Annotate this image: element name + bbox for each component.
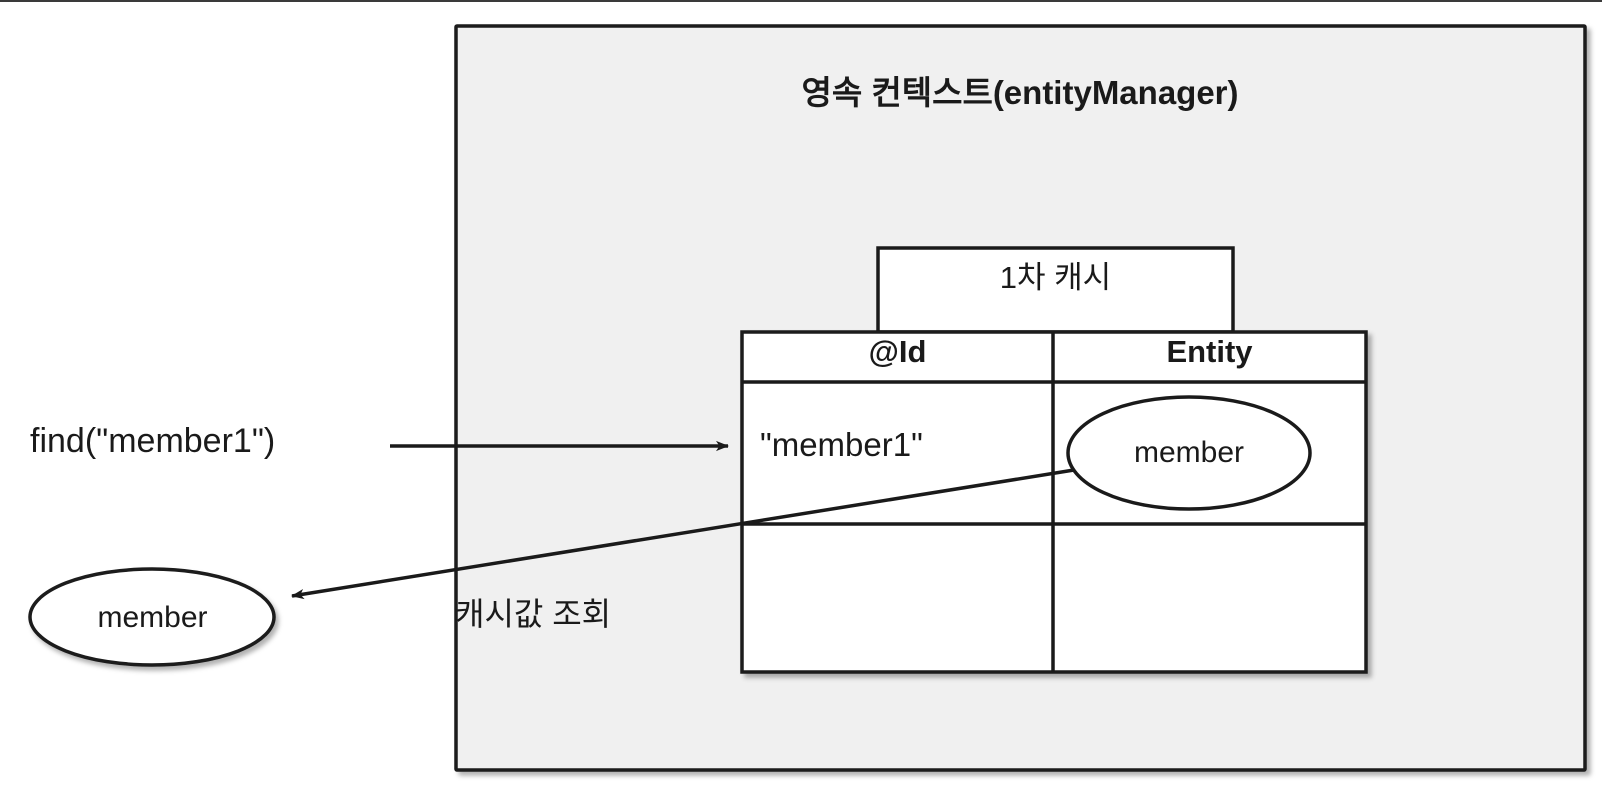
top-rule-divider [0, 0, 1602, 2]
first-level-cache-label: 1차 캐시 [999, 260, 1112, 295]
returned-entity-node [28, 567, 276, 667]
first-level-cache-label-box [876, 246, 1235, 334]
table-header-id: @Id [868, 334, 927, 369]
first-level-cache-table [740, 330, 1368, 674]
cache-lookup-arrow-label: 캐시값 조회 [455, 596, 612, 632]
cached-entity-node [1066, 395, 1312, 511]
cached-entity-node-label: member [1133, 436, 1245, 469]
persistence-context-title: 영속 컨텍스트(entityManager) [801, 74, 1239, 111]
returned-entity-node-label: member [97, 601, 208, 634]
find-call-label: find("member1") [30, 422, 276, 460]
table-cell-id-value: "member1" [760, 426, 923, 463]
table-header-entity: Entity [1166, 334, 1253, 369]
cache-lookup-arrow [291, 468, 1075, 600]
